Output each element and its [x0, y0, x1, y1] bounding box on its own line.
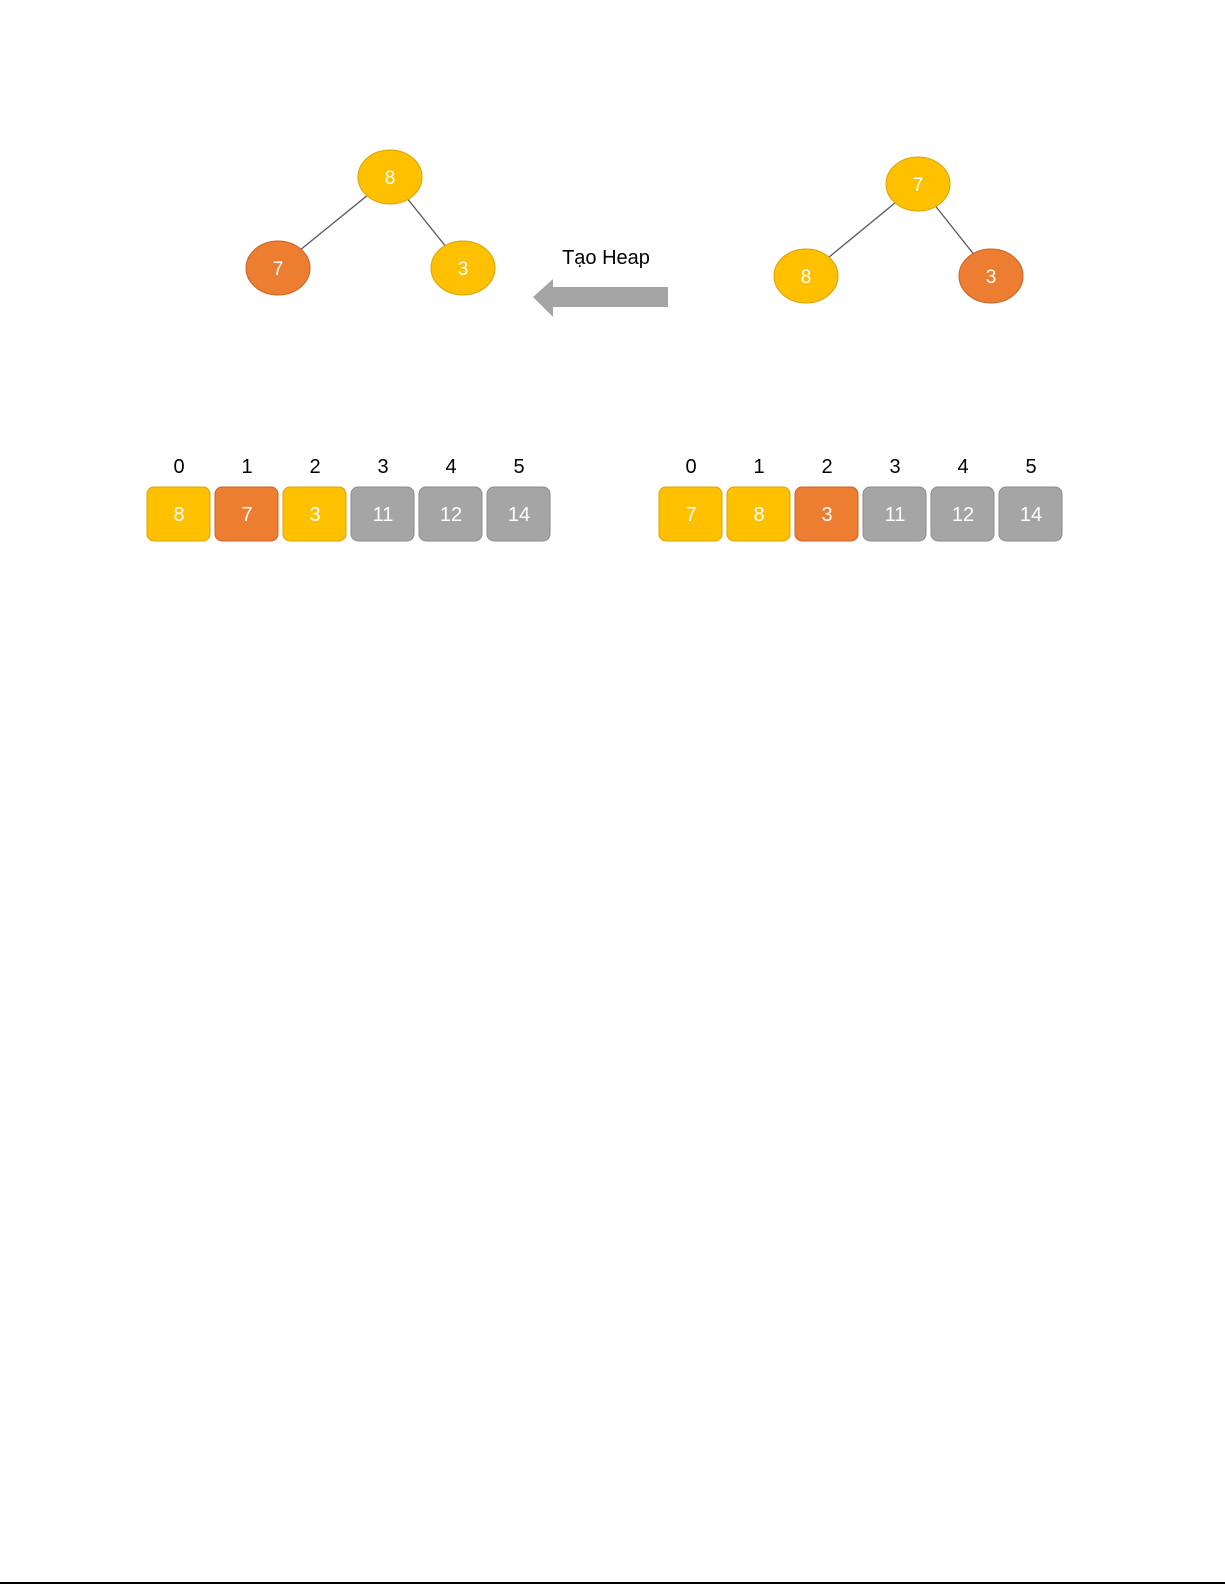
array-index: 3	[889, 456, 900, 478]
page-bottom-border	[0, 1582, 1225, 1584]
array-cell	[930, 486, 995, 542]
array-index: 5	[513, 456, 524, 478]
arrow-label: Tạo Heap	[562, 247, 650, 269]
tree-node	[245, 240, 311, 296]
array-index: 3	[377, 456, 388, 478]
array-index: 5	[1025, 456, 1036, 478]
left-arrow-icon	[533, 279, 668, 317]
tree-node	[958, 248, 1024, 304]
tree-node-value: 8	[801, 267, 812, 288]
array-index: 2	[309, 456, 320, 478]
array-cell-value: 7	[241, 504, 252, 526]
tree-node-value: 3	[458, 259, 469, 280]
tree-node-value: 7	[273, 259, 284, 280]
tree-node	[430, 240, 496, 296]
array-cell	[214, 486, 279, 542]
array-index: 4	[957, 456, 968, 478]
tree-node-value: 8	[385, 168, 396, 189]
array-cell	[998, 486, 1063, 542]
array-cell	[658, 486, 723, 542]
array-cell	[862, 486, 927, 542]
tree-node	[773, 248, 839, 304]
array-index: 2	[821, 456, 832, 478]
array-cell	[146, 486, 211, 542]
array-cell-value: 8	[753, 504, 764, 526]
array-index: 1	[753, 456, 764, 478]
array-cell-value: 8	[173, 504, 184, 526]
array-index: 0	[173, 456, 184, 478]
array-cell	[418, 486, 483, 542]
array-cell-value: 3	[821, 504, 832, 526]
array-cell	[726, 486, 791, 542]
array-cell	[794, 486, 859, 542]
array-index: 0	[685, 456, 696, 478]
array-cell-value: 14	[1020, 504, 1042, 526]
array-index: 1	[241, 456, 252, 478]
array-cell-value: 12	[952, 504, 974, 526]
array-cell-value: 11	[373, 504, 394, 526]
tree-node-value: 7	[913, 175, 924, 196]
array-index: 4	[445, 456, 456, 478]
array-cell-value: 11	[885, 504, 906, 526]
array-cell	[350, 486, 415, 542]
array-cell-value: 12	[440, 504, 462, 526]
tree-node	[357, 149, 423, 205]
tree-node	[885, 156, 951, 212]
array-cell	[486, 486, 551, 542]
array-cell-value: 3	[309, 504, 320, 526]
tree-node-value: 3	[986, 267, 997, 288]
array-cell-value: 14	[508, 504, 530, 526]
array-cell	[282, 486, 347, 542]
array-cell-value: 7	[685, 504, 696, 526]
